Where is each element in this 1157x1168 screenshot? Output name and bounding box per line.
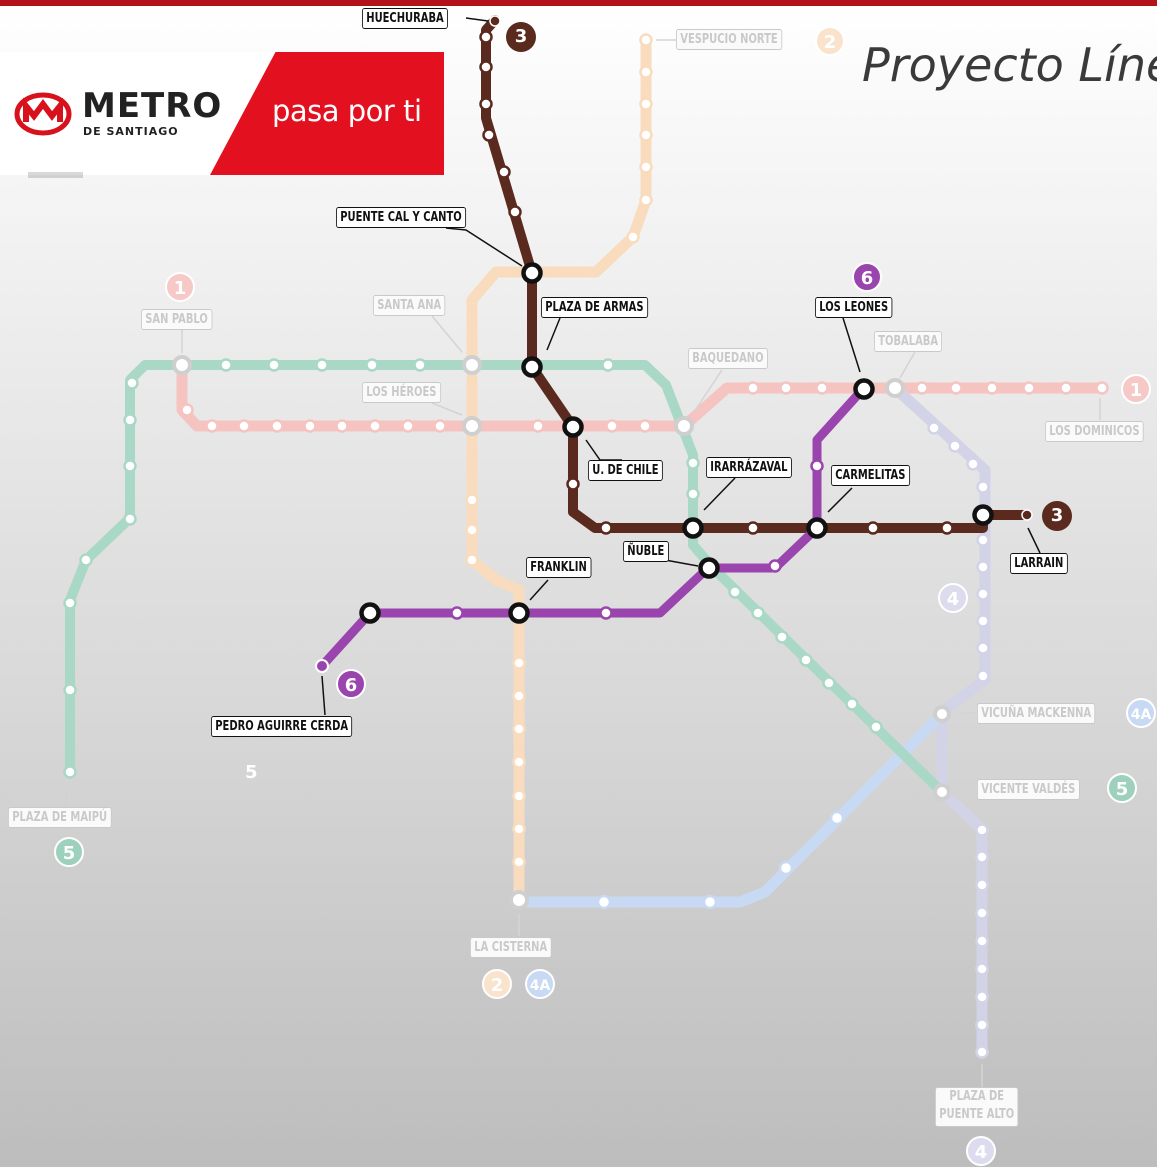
badge-line-4a-cisterna: 4A xyxy=(525,969,555,999)
label-la-cisterna: LA CISTERNA xyxy=(470,937,552,958)
leader-santa-ana xyxy=(431,315,463,353)
leader-los-heroes xyxy=(431,402,463,416)
nuble-station xyxy=(698,557,720,579)
leader-baquedano xyxy=(693,369,723,413)
page-title: Proyecto Línea xyxy=(862,38,1157,92)
stray-line-number: 5 xyxy=(245,762,258,783)
label-irarrazaval: IRARRÁZAVAL xyxy=(706,457,792,478)
leader-puente-cal-y-canto xyxy=(445,227,523,267)
label-carmelitas: CARMELITAS xyxy=(831,465,910,486)
label-vicente-valdes: VICENTE VALDÉS xyxy=(977,779,1080,800)
larrain-station xyxy=(972,504,994,526)
carmelitas-station xyxy=(806,517,828,539)
badge-line-4-south: 4 xyxy=(966,1136,996,1166)
santa-ana-station xyxy=(462,355,482,375)
leader-larrain xyxy=(1027,527,1041,554)
vicuna-mackenna-station xyxy=(933,705,951,723)
tobalaba-station xyxy=(885,378,905,398)
vicente-valdes-station xyxy=(933,783,951,801)
leader-plaza-de-armas xyxy=(546,317,561,351)
leader-tobalaba xyxy=(899,351,916,379)
label-los-dominicos: LOS DOMINICOS xyxy=(1045,421,1144,442)
brand-subtitle: DE SANTIAGO xyxy=(83,125,179,138)
brand-name: METRO xyxy=(82,86,223,126)
label-u-de-chile: U. DE CHILE xyxy=(588,460,663,481)
leader-los-leones xyxy=(842,317,861,373)
badge-line-5-maipu: 5 xyxy=(54,837,84,867)
u-de-chile-station xyxy=(562,416,584,438)
larrain-dot xyxy=(1021,509,1033,521)
badge-line-2-cisterna: 2 xyxy=(482,969,512,999)
leader-carmelitas xyxy=(827,487,853,513)
line-2-track xyxy=(466,34,652,906)
badge-line-2-north: 2 xyxy=(815,26,845,56)
line-6-track xyxy=(317,384,868,671)
label-huechuraba: HUECHURABA xyxy=(362,8,448,29)
metro-logo-icon xyxy=(14,92,72,136)
la-cisterna-station xyxy=(509,890,529,910)
label-plaza-de-maipu: PLAZA DE MAIPÚ xyxy=(8,807,112,828)
line-5-track xyxy=(65,360,947,797)
label-pedro-aguirre-cerda: PEDRO AGUIRRE CERDA xyxy=(211,716,353,737)
label-santa-ana: SANTA ANA xyxy=(373,295,446,316)
badge-line-5-valdes: 5 xyxy=(1107,773,1137,803)
label-puente-cal-y-canto: PUENTE CAL Y CANTO xyxy=(336,207,466,228)
top-accent-bar xyxy=(0,0,1157,6)
line-1-track xyxy=(176,359,1108,432)
label-los-heroes: LOS HÉROES xyxy=(362,382,441,403)
metro-logo-banner: METRO DE SANTIAGO pasa por ti xyxy=(0,52,444,178)
badge-line-3-east: 3 xyxy=(1042,501,1072,531)
leader-irarrazaval xyxy=(703,477,736,511)
los-heroes-station xyxy=(462,416,482,436)
los-leones-station xyxy=(853,378,875,400)
label-vespucio-norte: VESPUCIO NORTE xyxy=(676,29,782,50)
label-plaza-de-puente-alto: PLAZA DE PUENTE ALTO xyxy=(935,1087,1019,1127)
badge-line-1-east: 1 xyxy=(1121,374,1151,404)
badge-line-4-mid: 4 xyxy=(938,583,968,613)
irarrazaval-station xyxy=(682,517,704,539)
pedro-aguirre-cerda-dot xyxy=(315,659,329,673)
franklin-station xyxy=(508,602,530,624)
brand-slogan: pasa por ti xyxy=(272,94,422,128)
line-4a-track xyxy=(513,708,948,908)
label-baquedano: BAQUEDANO xyxy=(688,348,768,369)
huechuraba-dot xyxy=(489,15,501,27)
label-san-pablo: SAN PABLO xyxy=(141,309,213,330)
leader-vicuna-mackenna xyxy=(957,711,979,715)
badge-line-6-west: 6 xyxy=(336,669,366,699)
badge-line-6-top: 6 xyxy=(852,262,882,292)
leader-franklin xyxy=(529,579,549,601)
leader-vicente-valdes xyxy=(957,788,979,793)
badge-line-3-north: 3 xyxy=(506,22,536,52)
label-plaza-de-armas: PLAZA DE ARMAS xyxy=(541,297,648,318)
san-pablo-station xyxy=(172,355,192,375)
badge-line-4a-vicuna: 4A xyxy=(1126,698,1156,728)
label-vicuna-mackenna: VICUÑA MACKENNA xyxy=(977,703,1096,724)
label-los-leones: LOS LEONES xyxy=(815,297,893,318)
plaza-de-armas-station xyxy=(521,356,543,378)
leader-pedro-aguirre-cerda xyxy=(321,675,326,716)
leader-huechuraba xyxy=(465,17,489,22)
label-franklin: FRANKLIN xyxy=(526,557,592,578)
badge-line-1-west: 1 xyxy=(165,272,195,302)
label-larrain: LARRAIN xyxy=(1010,553,1068,574)
label-nuble: ÑUBLE xyxy=(623,541,669,562)
leader-nuble xyxy=(664,559,699,567)
pedro-aguirre-cerda-interchange xyxy=(359,602,381,624)
puente-cal-y-canto-station xyxy=(521,262,543,284)
leader-u-de-chile xyxy=(585,439,622,461)
baquedano-station xyxy=(674,416,694,436)
label-tobalaba: TOBALABA xyxy=(874,331,943,352)
